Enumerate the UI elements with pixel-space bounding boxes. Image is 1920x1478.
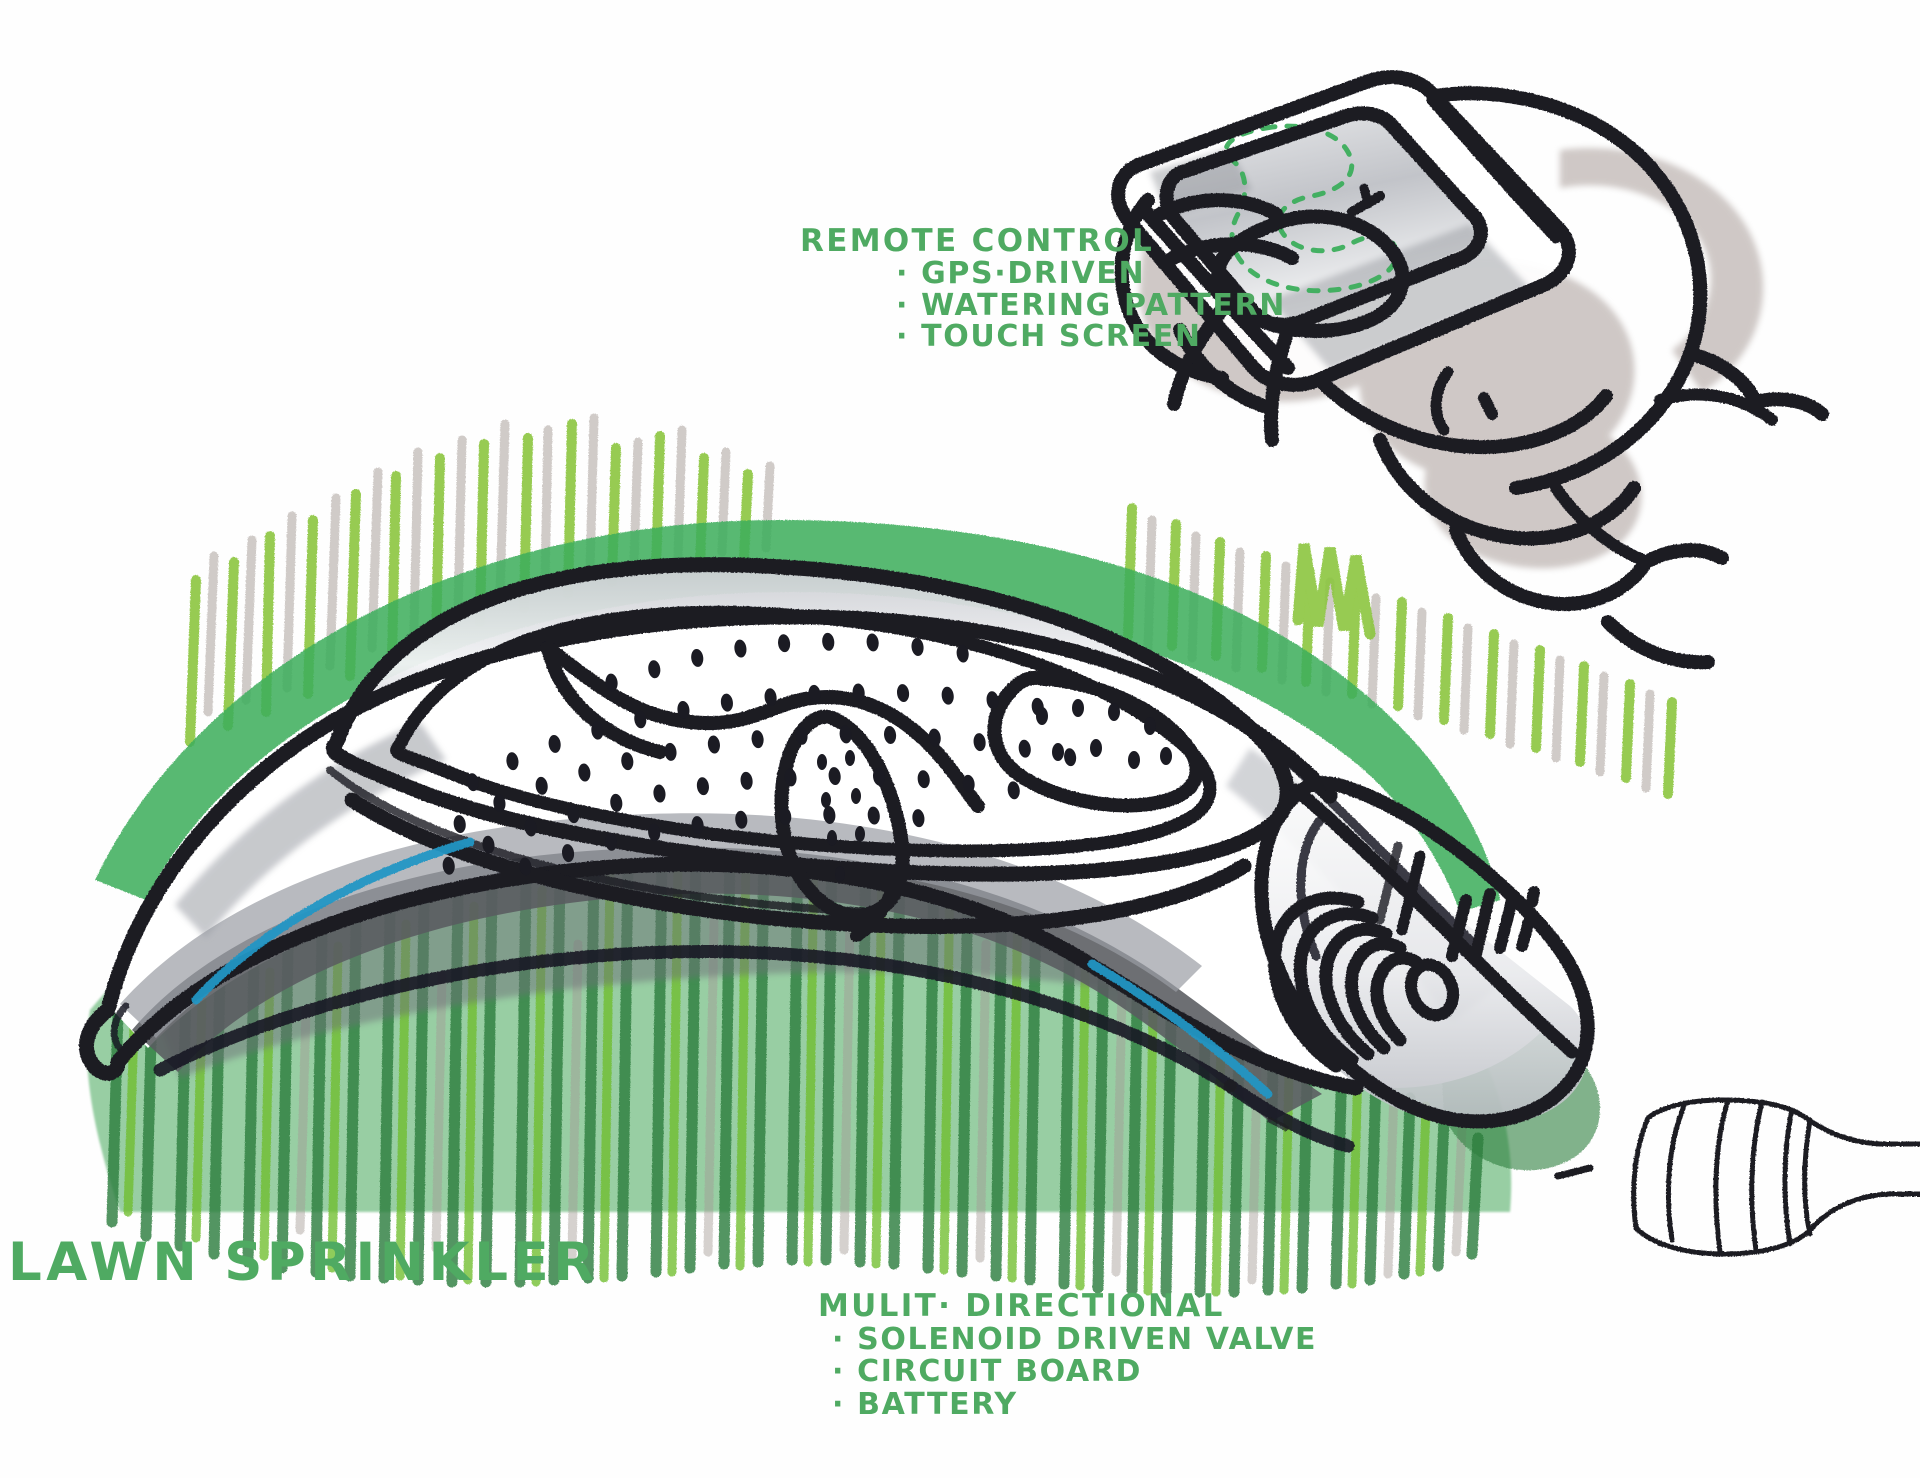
sprinkler-spec-annotation: MULIT· DIRECTIONAL · SOLENOID DRIVEN VAL… [818, 1288, 1318, 1423]
remote-bullet-watering-pattern: · WATERING PATTERN [896, 287, 1287, 323]
spec-bullet-circuit-board: · CIRCUIT BOARD [832, 1354, 1143, 1390]
spec-bullet-battery: · BATTERY [832, 1387, 1018, 1423]
page-title: LAWN SPRINKLER [8, 1232, 599, 1293]
remote-bullet-gps: · GPS·DRIVEN [896, 255, 1146, 291]
remote-bullet-touch-screen: · TOUCH SCREEN [896, 319, 1202, 355]
remote-control-heading: REMOTE CONTROL [800, 223, 1155, 259]
spec-bullet-solenoid: · SOLENOID DRIVEN VALVE [832, 1321, 1318, 1357]
blue-accent-line [191, 837, 1273, 1099]
spec-heading: MULIT· DIRECTIONAL [818, 1288, 1225, 1324]
remote-control-annotation: REMOTE CONTROL · GPS·DRIVEN · WATERING P… [800, 225, 1286, 353]
perforated-spray-grille [442, 632, 1172, 882]
